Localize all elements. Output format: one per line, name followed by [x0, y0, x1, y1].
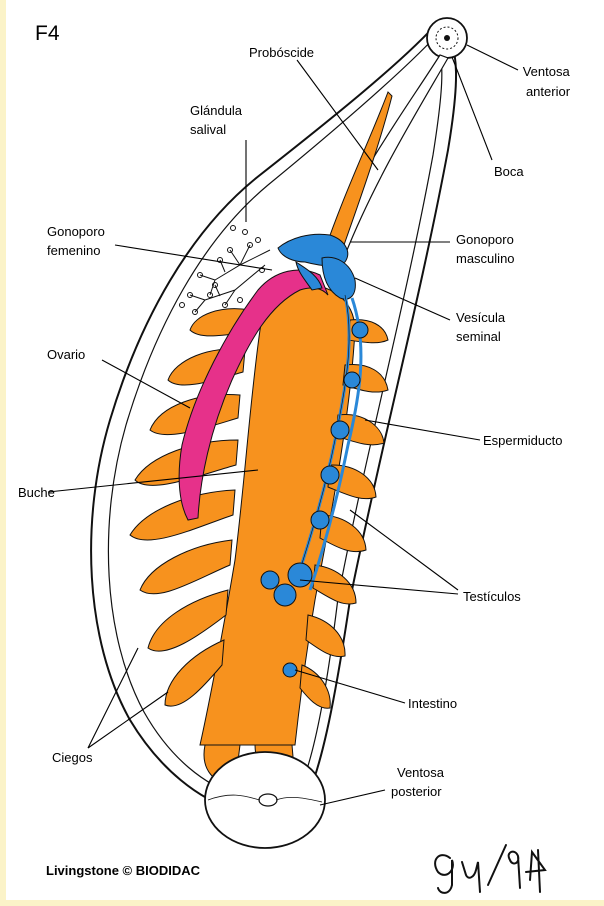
signature — [435, 845, 545, 893]
label-gonoporo-femenino: Gonoporo femenino — [47, 224, 108, 258]
figure-id: F4 — [35, 22, 60, 45]
label-ventosa-posterior: Ventosa posterior — [391, 765, 448, 799]
credit-line: Livingstone © BIODIDAC — [46, 863, 201, 878]
label-buche: Buche — [18, 485, 55, 500]
label-espermiducto: Espermiducto — [483, 433, 562, 448]
label-testiculos: Testículos — [463, 589, 521, 604]
label-boca: Boca — [494, 164, 524, 179]
label-gonoporo-masculino: Gonoporo masculino — [456, 232, 517, 266]
label-ciegos: Ciegos — [52, 750, 93, 765]
label-ventosa-anterior: Ventosa anterior — [523, 64, 574, 99]
label-ovario: Ovario — [47, 347, 85, 362]
label-proboscide: Probóscide — [249, 45, 314, 60]
label-vesicula-seminal: Vesícula seminal — [456, 310, 509, 344]
label-glandula-salival: Glándula salival — [190, 103, 246, 137]
label-intestino: Intestino — [408, 696, 457, 711]
posterior-sucker — [205, 752, 325, 848]
anterior-sucker — [427, 18, 467, 58]
